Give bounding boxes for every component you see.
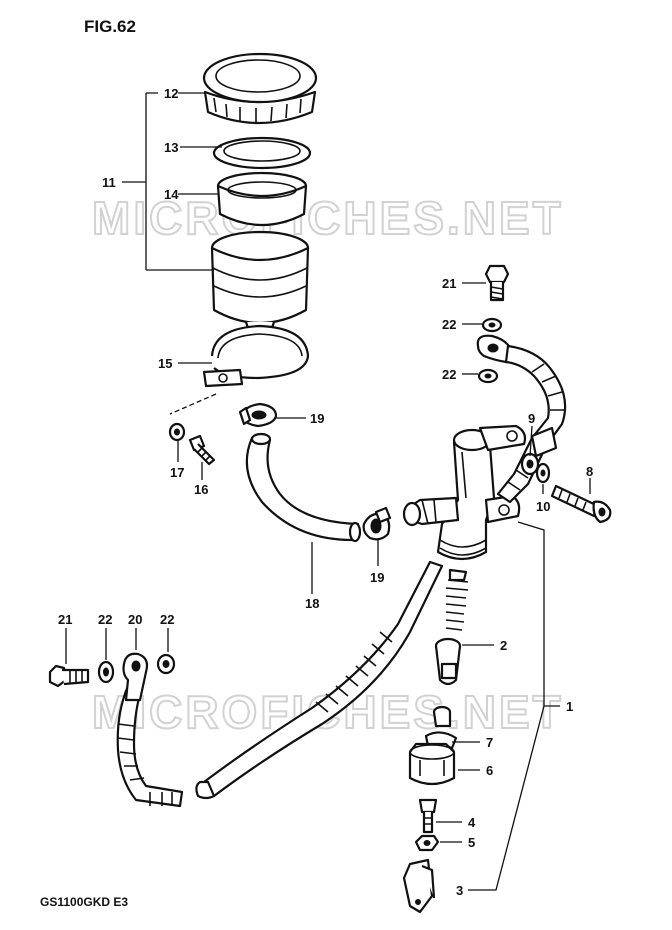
reservoir-cap bbox=[202, 52, 318, 125]
figure-title: FIG.62 bbox=[84, 17, 136, 36]
washer-22-left-b bbox=[156, 653, 176, 675]
callout-1: 1 bbox=[566, 699, 573, 714]
hose-clamp-upper bbox=[238, 402, 278, 428]
reservoir-clamp bbox=[202, 324, 310, 388]
callout-2: 2 bbox=[500, 638, 507, 653]
model-code: GS1100GKD E3 bbox=[40, 895, 128, 909]
brake-hose-left bbox=[116, 684, 184, 808]
callout-20: 20 bbox=[128, 612, 142, 627]
callout-22-top-b: 22 bbox=[442, 367, 456, 382]
callout-16: 16 bbox=[194, 482, 208, 497]
callout-5: 5 bbox=[468, 835, 475, 850]
callout-19-upper: 19 bbox=[310, 411, 324, 426]
callout-6: 6 bbox=[486, 763, 493, 778]
callout-15: 15 bbox=[158, 356, 172, 371]
callout-22-left-a: 22 bbox=[98, 612, 112, 627]
callout-7: 7 bbox=[486, 735, 493, 750]
callout-8: 8 bbox=[586, 464, 593, 479]
banjo-bolt-21-top bbox=[484, 264, 510, 302]
callout-17: 17 bbox=[170, 465, 184, 480]
callout-21-left: 21 bbox=[58, 612, 72, 627]
washer-10 bbox=[535, 462, 551, 484]
return-spring bbox=[445, 568, 469, 631]
callout-14: 14 bbox=[164, 187, 179, 202]
banjo-bolt-21-left bbox=[48, 664, 90, 688]
callout-22-top-a: 22 bbox=[442, 317, 456, 332]
washer-22-left-a bbox=[97, 660, 115, 684]
washer-17 bbox=[168, 422, 186, 442]
pushrod-4 bbox=[418, 798, 438, 834]
dashed-leader bbox=[169, 393, 217, 415]
leader-lines bbox=[65, 92, 591, 891]
callout-18: 18 bbox=[305, 596, 319, 611]
washer-22-lower bbox=[477, 368, 499, 384]
reservoir-hose bbox=[245, 432, 362, 543]
callout-22-left-b: 22 bbox=[160, 612, 174, 627]
screw-16 bbox=[188, 434, 216, 466]
banjo-fitting-20 bbox=[122, 652, 149, 702]
brake-hose-lower bbox=[195, 560, 444, 800]
clevis-3 bbox=[402, 858, 436, 914]
master-cylinder-body bbox=[402, 424, 527, 561]
callout-10: 10 bbox=[536, 499, 550, 514]
pivot-bolt-8 bbox=[550, 484, 612, 524]
watermark-top: MICROFICHES.NET bbox=[92, 192, 564, 244]
callout-3: 3 bbox=[456, 883, 463, 898]
piston-2 bbox=[434, 637, 462, 686]
boot-6 bbox=[408, 742, 456, 786]
diaphragm bbox=[216, 171, 308, 227]
callout-19-lower: 19 bbox=[370, 570, 384, 585]
callout-12: 12 bbox=[164, 86, 178, 101]
washer-9 bbox=[520, 452, 540, 476]
callout-11: 11 bbox=[102, 175, 116, 190]
callout-21-top: 21 bbox=[442, 276, 456, 291]
hose-clamp-lower bbox=[362, 506, 392, 541]
locknut-5 bbox=[414, 834, 440, 852]
washer-22-upper bbox=[481, 317, 503, 333]
diaphragm-plate bbox=[212, 136, 312, 170]
callout-13: 13 bbox=[164, 140, 178, 155]
reservoir-tank bbox=[210, 230, 310, 336]
callout-4: 4 bbox=[468, 815, 476, 830]
brake-hose-upper bbox=[476, 334, 567, 504]
callout-9: 9 bbox=[528, 411, 535, 426]
